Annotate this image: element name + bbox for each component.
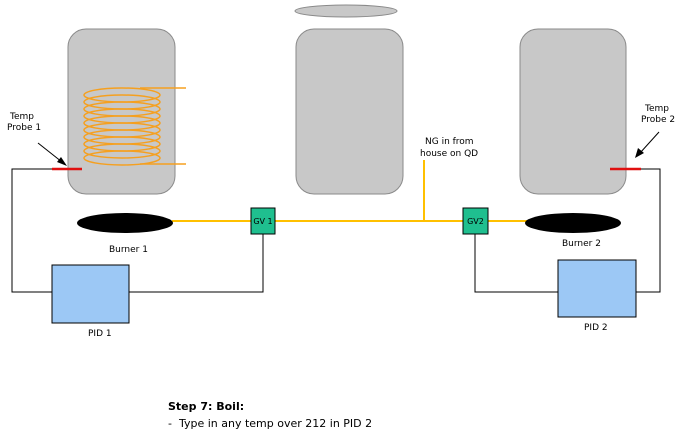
burner-1 [77, 213, 173, 233]
pid-1-controller [51, 264, 130, 324]
step-title: Step 7: Boil: [168, 400, 245, 413]
temp-probe-1-label-line1: Temp [9, 112, 34, 122]
burner-2 [525, 213, 621, 233]
mash-tun-lid [294, 4, 398, 18]
ng-inlet-label-line1: NG in from [425, 137, 474, 147]
pid-2-label: PID 2 [584, 323, 608, 333]
temp-probe-2-label-line1: Temp [644, 104, 669, 114]
ng-inlet-label-line2: house on QD [420, 149, 478, 159]
herms-coil [83, 87, 186, 166]
mash-tun-vessel [295, 28, 404, 195]
pid-1-label: PID 1 [88, 329, 112, 339]
burner-2-label: Burner 2 [562, 239, 601, 249]
probe-2-arrow [635, 131, 660, 158]
control-wiring [11, 168, 661, 293]
temp-probe-1-label-line2: Probe 1 [7, 123, 41, 133]
gas-valve-2 [462, 207, 489, 235]
step-instruction: - Type in any temp over 212 in PID 2 [168, 417, 373, 430]
gas-line [172, 160, 530, 222]
burner-1-label: Burner 1 [109, 245, 148, 255]
boil-kettle-vessel [519, 28, 627, 195]
pid-2-controller [557, 259, 637, 318]
gas-valve-1-label: GV 1 [253, 217, 272, 226]
step-instructions: Step 7: Boil: - Type in any temp over 21… [168, 398, 372, 432]
temp-probe-2-label-line2: Probe 2 [641, 115, 675, 125]
probe-1-arrow [37, 142, 67, 166]
gas-valve-2-label: GV2 [467, 217, 484, 226]
